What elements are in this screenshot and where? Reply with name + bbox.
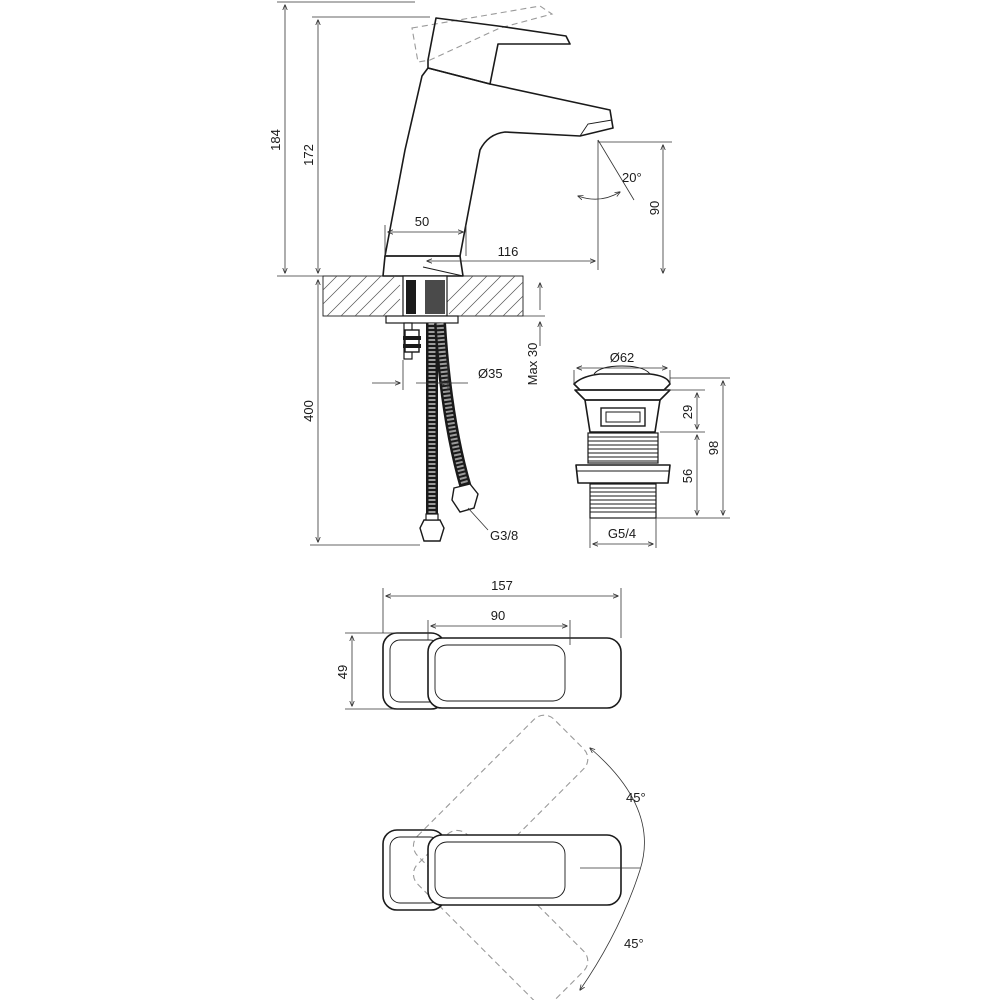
countertop-section	[322, 275, 524, 360]
dim-angle-up: 45°	[626, 790, 646, 805]
dim-waste-thread: G5/4	[608, 526, 636, 541]
handle-rotated-up-outline	[412, 714, 589, 891]
faucet-side-view	[382, 5, 614, 277]
dim-hole-diameter: Ø35	[478, 366, 503, 381]
hose-nut-left	[419, 519, 445, 542]
waste-upper-thread	[587, 432, 659, 464]
dim-height-total: 184	[268, 129, 283, 151]
fixing-nut	[385, 315, 459, 324]
waste-lock-nut	[575, 464, 671, 484]
dim-handle-length: 90	[491, 608, 505, 623]
waste-slot	[600, 407, 646, 427]
dim-base-width: 50	[415, 214, 429, 229]
dim-upper-height: 29	[680, 405, 695, 419]
dim-cap-diameter: Ø62	[610, 350, 635, 365]
dim-spout-angle: 20°	[622, 170, 642, 185]
dim-spout-clearance: 90	[647, 201, 662, 215]
hose-nut-right	[451, 483, 479, 513]
dim-top-width: 49	[335, 665, 350, 679]
dim-spout-reach: 116	[498, 244, 519, 259]
faucet-top-view	[382, 632, 622, 710]
dim-deck-max: Max 30	[525, 343, 540, 386]
waste-valve	[573, 365, 671, 519]
faucet-rotation-view: 45° 45°	[382, 714, 646, 1000]
rotation-view-handle	[427, 834, 622, 906]
dim-angle-down: 45°	[624, 936, 644, 951]
dim-height-spout: 172	[301, 144, 316, 166]
supply-hoses	[403, 322, 479, 542]
faucet-dimensions: 184 172 90 20° 50 116 400 Max 30	[268, 1, 672, 546]
dim-hose-length: 400	[301, 400, 316, 422]
waste-body	[584, 399, 661, 433]
waste-lower-thread	[589, 483, 657, 519]
rotation-arc	[580, 748, 645, 990]
countertop-hatching	[322, 275, 524, 317]
dim-total-height: 98	[706, 441, 721, 455]
waste-valve-dimensions: Ø62 29 56 98 G5/4	[573, 350, 730, 548]
top-view-dimensions: 157 90 49	[335, 578, 622, 710]
threaded-rod	[404, 329, 420, 353]
dim-lower-height: 56	[680, 469, 695, 483]
dim-top-length: 157	[491, 578, 513, 593]
faucet-aerator	[579, 119, 613, 137]
top-view-handle	[427, 637, 622, 709]
waste-cap	[573, 373, 671, 391]
waste-flange	[574, 389, 671, 401]
dim-hose-thread: G3/8	[490, 528, 518, 543]
